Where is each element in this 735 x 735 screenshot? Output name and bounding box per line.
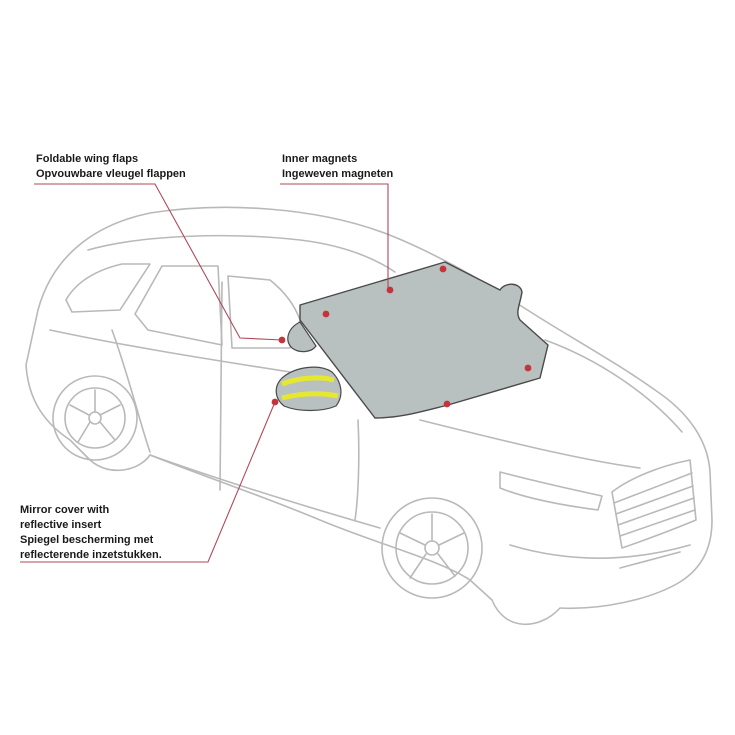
magnet-marker [439,265,447,273]
magnet-marker [322,310,330,318]
rear-quarter-window [65,263,151,313]
door-line-front [354,419,360,521]
roof-line [87,234,396,273]
fog-light [619,551,681,569]
hood-line [419,419,641,469]
marker-wing-flap [278,336,286,344]
callout-magnets-en: Inner magnets [282,153,358,165]
callout-foldable-wing-flaps: Foldable wing flaps Opvouwbare vleugel f… [36,152,186,182]
rear-wheel-rim [64,387,126,449]
leader-line-mirror-cover [20,401,276,563]
car-body-outline [25,206,713,626]
grille [611,459,697,549]
grille-slat [617,497,695,526]
reflective-stripe [281,391,339,401]
wing-flap [287,321,317,353]
reflective-stripe [281,375,335,387]
callout-mirror-en-2: reflective insert [20,519,102,531]
leader-line-wing-flaps [34,183,283,341]
callout-mirror-nl-1: Spiegel bescherming met [20,534,154,546]
hood-edge [544,339,683,433]
magnet-marker [443,400,451,408]
callout-magnets-nl: Ingeweven magneten [282,168,394,180]
grille-slat [615,485,694,515]
callout-inner-magnets: Inner magnets Ingeweven magneten [282,152,393,182]
rear-wheel-spokes [69,389,121,443]
mirror-cover [275,366,342,412]
front-wheel-rim [395,511,469,585]
sill-line [149,454,381,529]
marker-mirror [271,398,279,406]
windscreen-cover [299,261,549,419]
rear-door-window [134,265,223,346]
grille-slat [613,472,693,504]
door-line-b-pillar [219,281,223,491]
magnet-marker [386,286,394,294]
front-wheel-tire [381,497,483,599]
callout-mirror-cover: Mirror cover with reflective insert Spie… [20,503,162,563]
headlight [499,471,603,511]
callout-wing-flaps-nl: Opvouwbare vleugel flappen [36,168,186,180]
front-wheel-spokes [399,513,465,579]
magnet-marker [524,364,532,372]
callout-mirror-nl-2: reflecterende inzetstukken. [20,549,162,561]
callout-mirror-en-1: Mirror cover with [20,504,110,516]
belt-line [49,329,291,373]
door-line-rear [111,329,151,453]
rear-wheel-tire [52,375,138,461]
front-bumper [509,544,691,559]
grille-slat [619,509,696,537]
callout-wing-flaps-en: Foldable wing flaps [36,153,139,165]
leader-line-inner-magnets [280,183,389,290]
